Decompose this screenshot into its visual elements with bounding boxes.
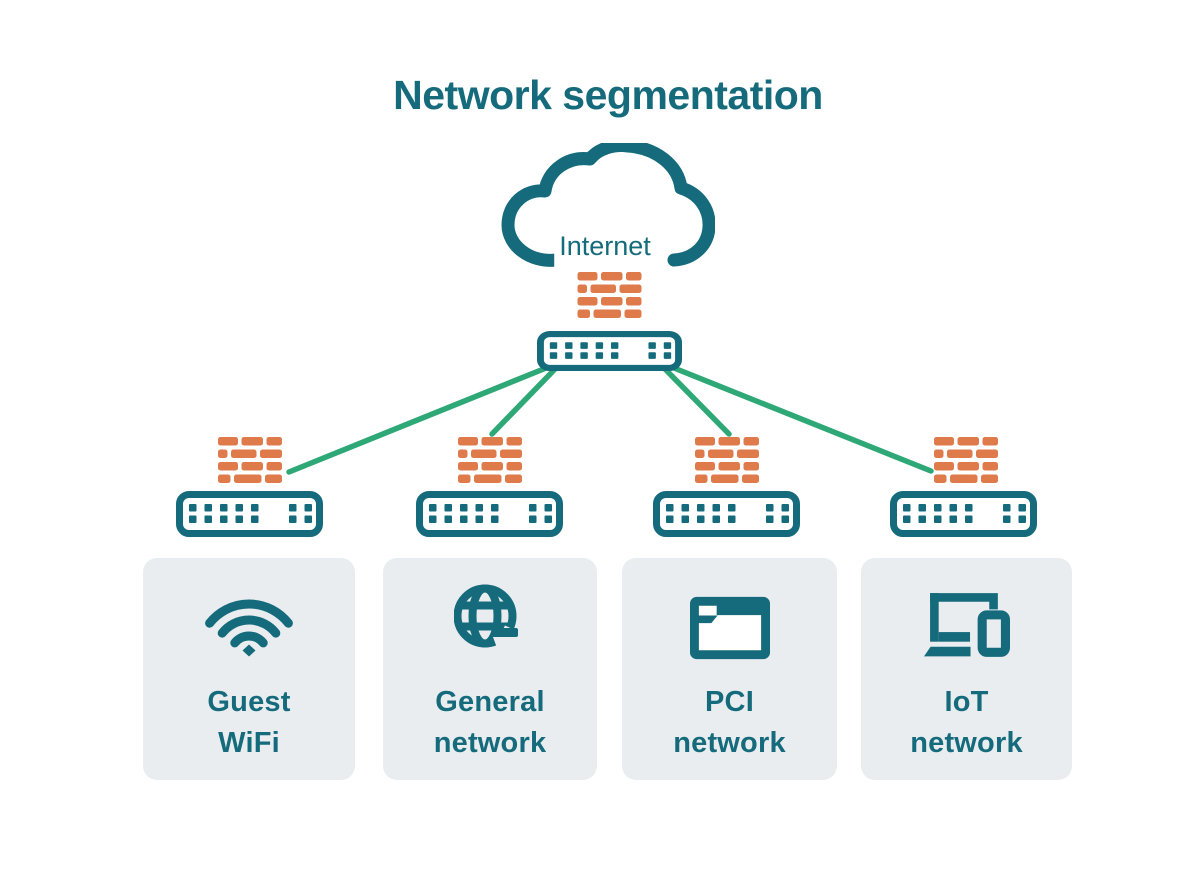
- card-guest-wifi: Guest WiFi: [143, 558, 355, 780]
- cloud-icon: [501, 143, 715, 267]
- card-general-network: General network: [383, 558, 597, 780]
- card-label-iot-network: IoT network: [861, 682, 1072, 764]
- card-iot-network: IoT network: [861, 558, 1072, 780]
- internet-label: Internet: [554, 232, 656, 269]
- wifi-icon: [204, 594, 294, 663]
- page-title: Network segmentation: [393, 72, 823, 118]
- card-label-guest-wifi: Guest WiFi: [143, 682, 355, 764]
- link-core-to-general-network: [489, 365, 559, 437]
- label-line-1: General: [435, 686, 545, 718]
- link-core-to-guest-wifi: [286, 363, 554, 475]
- firewall-icon-guest-wifi: [218, 437, 282, 483]
- card-pci-network: PCI network: [622, 558, 837, 780]
- firewall-icon-core: [577, 272, 642, 318]
- link-core-to-pci-network: [661, 365, 732, 437]
- label-line-1: PCI: [705, 686, 754, 718]
- link-core-to-iot-network: [666, 363, 934, 474]
- label-line-2: network: [910, 727, 1023, 759]
- label-line-2: network: [433, 727, 547, 759]
- label-line-1: Guest: [207, 686, 291, 718]
- switch-icon-general-network: [416, 491, 563, 537]
- firewall-icon-pci-network: [695, 437, 759, 483]
- switch-icon-core: [537, 331, 682, 371]
- card-label-pci-network: PCI network: [622, 682, 837, 764]
- globe-icon: [453, 584, 526, 653]
- switch-icon-iot-network: [890, 491, 1037, 537]
- label-line-2: WiFi: [218, 727, 280, 759]
- devices-icon: [923, 593, 1010, 662]
- internet-cloud: Internet: [495, 143, 715, 269]
- switch-icon-guest-wifi: [176, 491, 323, 537]
- firewall-icon-iot-network: [934, 437, 998, 483]
- label-line-2: network: [673, 727, 786, 759]
- switch-icon-pci-network: [653, 491, 800, 537]
- firewall-icon-general-network: [458, 437, 522, 483]
- card-label-general-network: General network: [383, 682, 597, 764]
- credit-card-icon: [689, 596, 770, 665]
- label-line-1: IoT: [944, 686, 989, 718]
